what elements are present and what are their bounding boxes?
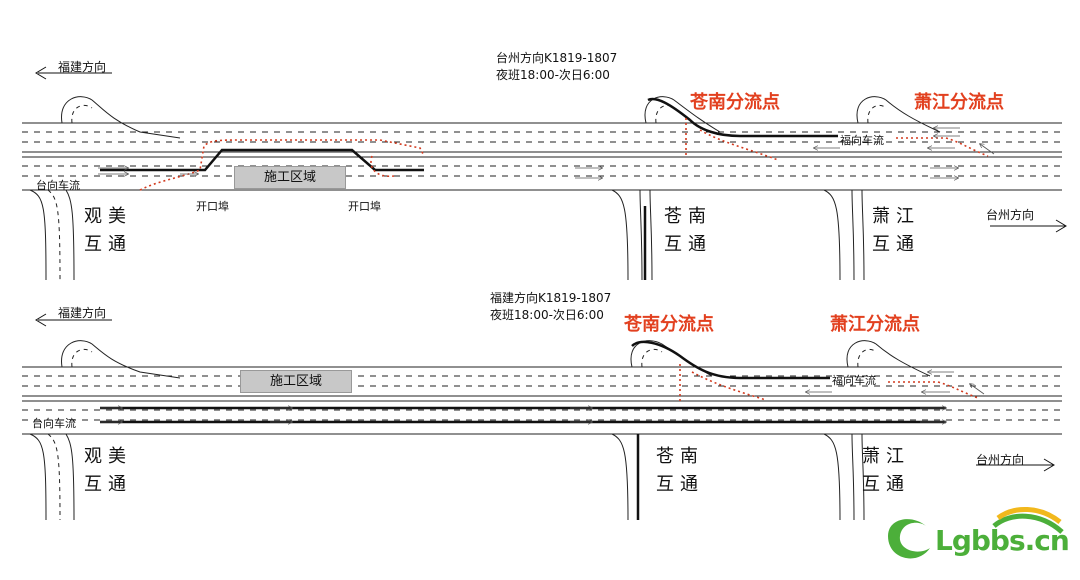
bottom-ic-xiaojiang-2: 互通 [862,474,910,495]
watermark-logo-text: Lgbbs.cn [935,524,1070,557]
bottom-upper-ramps [61,340,931,379]
top-xiaojiang-split: 萧江分流点 [914,92,1004,113]
bottom-fujian-direction: 福建方向 [58,306,107,320]
bottom-xiaojiang-split: 萧江分流点 [830,314,920,335]
top-header-line2: 夜班18:00-次日6:00 [496,68,610,82]
bottom-lower-ramps [29,433,865,521]
bottom-taizhou-direction: 台州方向 [976,453,1025,467]
bottom-panel-road [22,366,1062,435]
top-header-line1: 台州方向K1819-1807 [496,51,618,65]
top-upper-ramps [61,96,941,139]
top-fujian-direction: 福建方向 [58,60,107,74]
top-flow-arrows [98,128,995,178]
bottom-ic-guanmei-1: 观美 [84,446,132,467]
logo-icon [888,506,1064,559]
top-lower-ramps [29,189,865,281]
bottom-header-line1: 福建方向K1819-1807 [490,291,612,305]
top-opening-left: 开口埠 [196,200,229,213]
top-ic-cangnan-2: 互通 [664,234,712,255]
top-red-diversion [139,118,989,191]
bottom-ic-xiaojiang-1: 萧江 [862,446,910,467]
bottom-flow-arrows [100,372,985,422]
top-taizhou-direction: 台州方向 [986,208,1035,222]
bottom-work-zone: 施工区域 [240,370,352,393]
bottom-header-line2: 夜班18:00-次日6:00 [490,308,604,322]
top-opening-right: 开口埠 [348,200,381,213]
bottom-ic-cangnan-2: 互通 [656,474,704,495]
bottom-ic-guanmei-2: 互通 [84,474,132,495]
bottom-red-diversion [679,364,979,402]
top-fuxiang-flow-label: 福向车流 [840,134,884,147]
bottom-cangnan-split: 苍南分流点 [624,314,714,335]
bottom-taizhou-flow-label: 台向车流 [32,417,76,430]
top-direction-arrows [35,66,1067,233]
bottom-direction-arrows [35,313,1055,472]
top-cangnan-split: 苍南分流点 [690,92,780,113]
top-ic-guanmei-2: 互通 [84,234,132,255]
bottom-traffic-paths [100,340,946,520]
bottom-ic-cangnan-1: 苍南 [656,446,704,467]
top-work-zone: 施工区域 [234,166,346,189]
top-panel-road [22,122,1062,191]
top-traffic-paths [100,97,838,280]
top-taizhou-flow-label: 台向车流 [36,179,80,192]
top-ic-xiaojiang-2: 互通 [872,234,920,255]
top-ic-guanmei-1: 观美 [84,206,132,227]
top-ic-cangnan-1: 苍南 [664,206,712,227]
top-ic-xiaojiang-1: 萧江 [872,206,920,227]
bottom-fuxiang-flow-label: 福向车流 [832,374,876,387]
